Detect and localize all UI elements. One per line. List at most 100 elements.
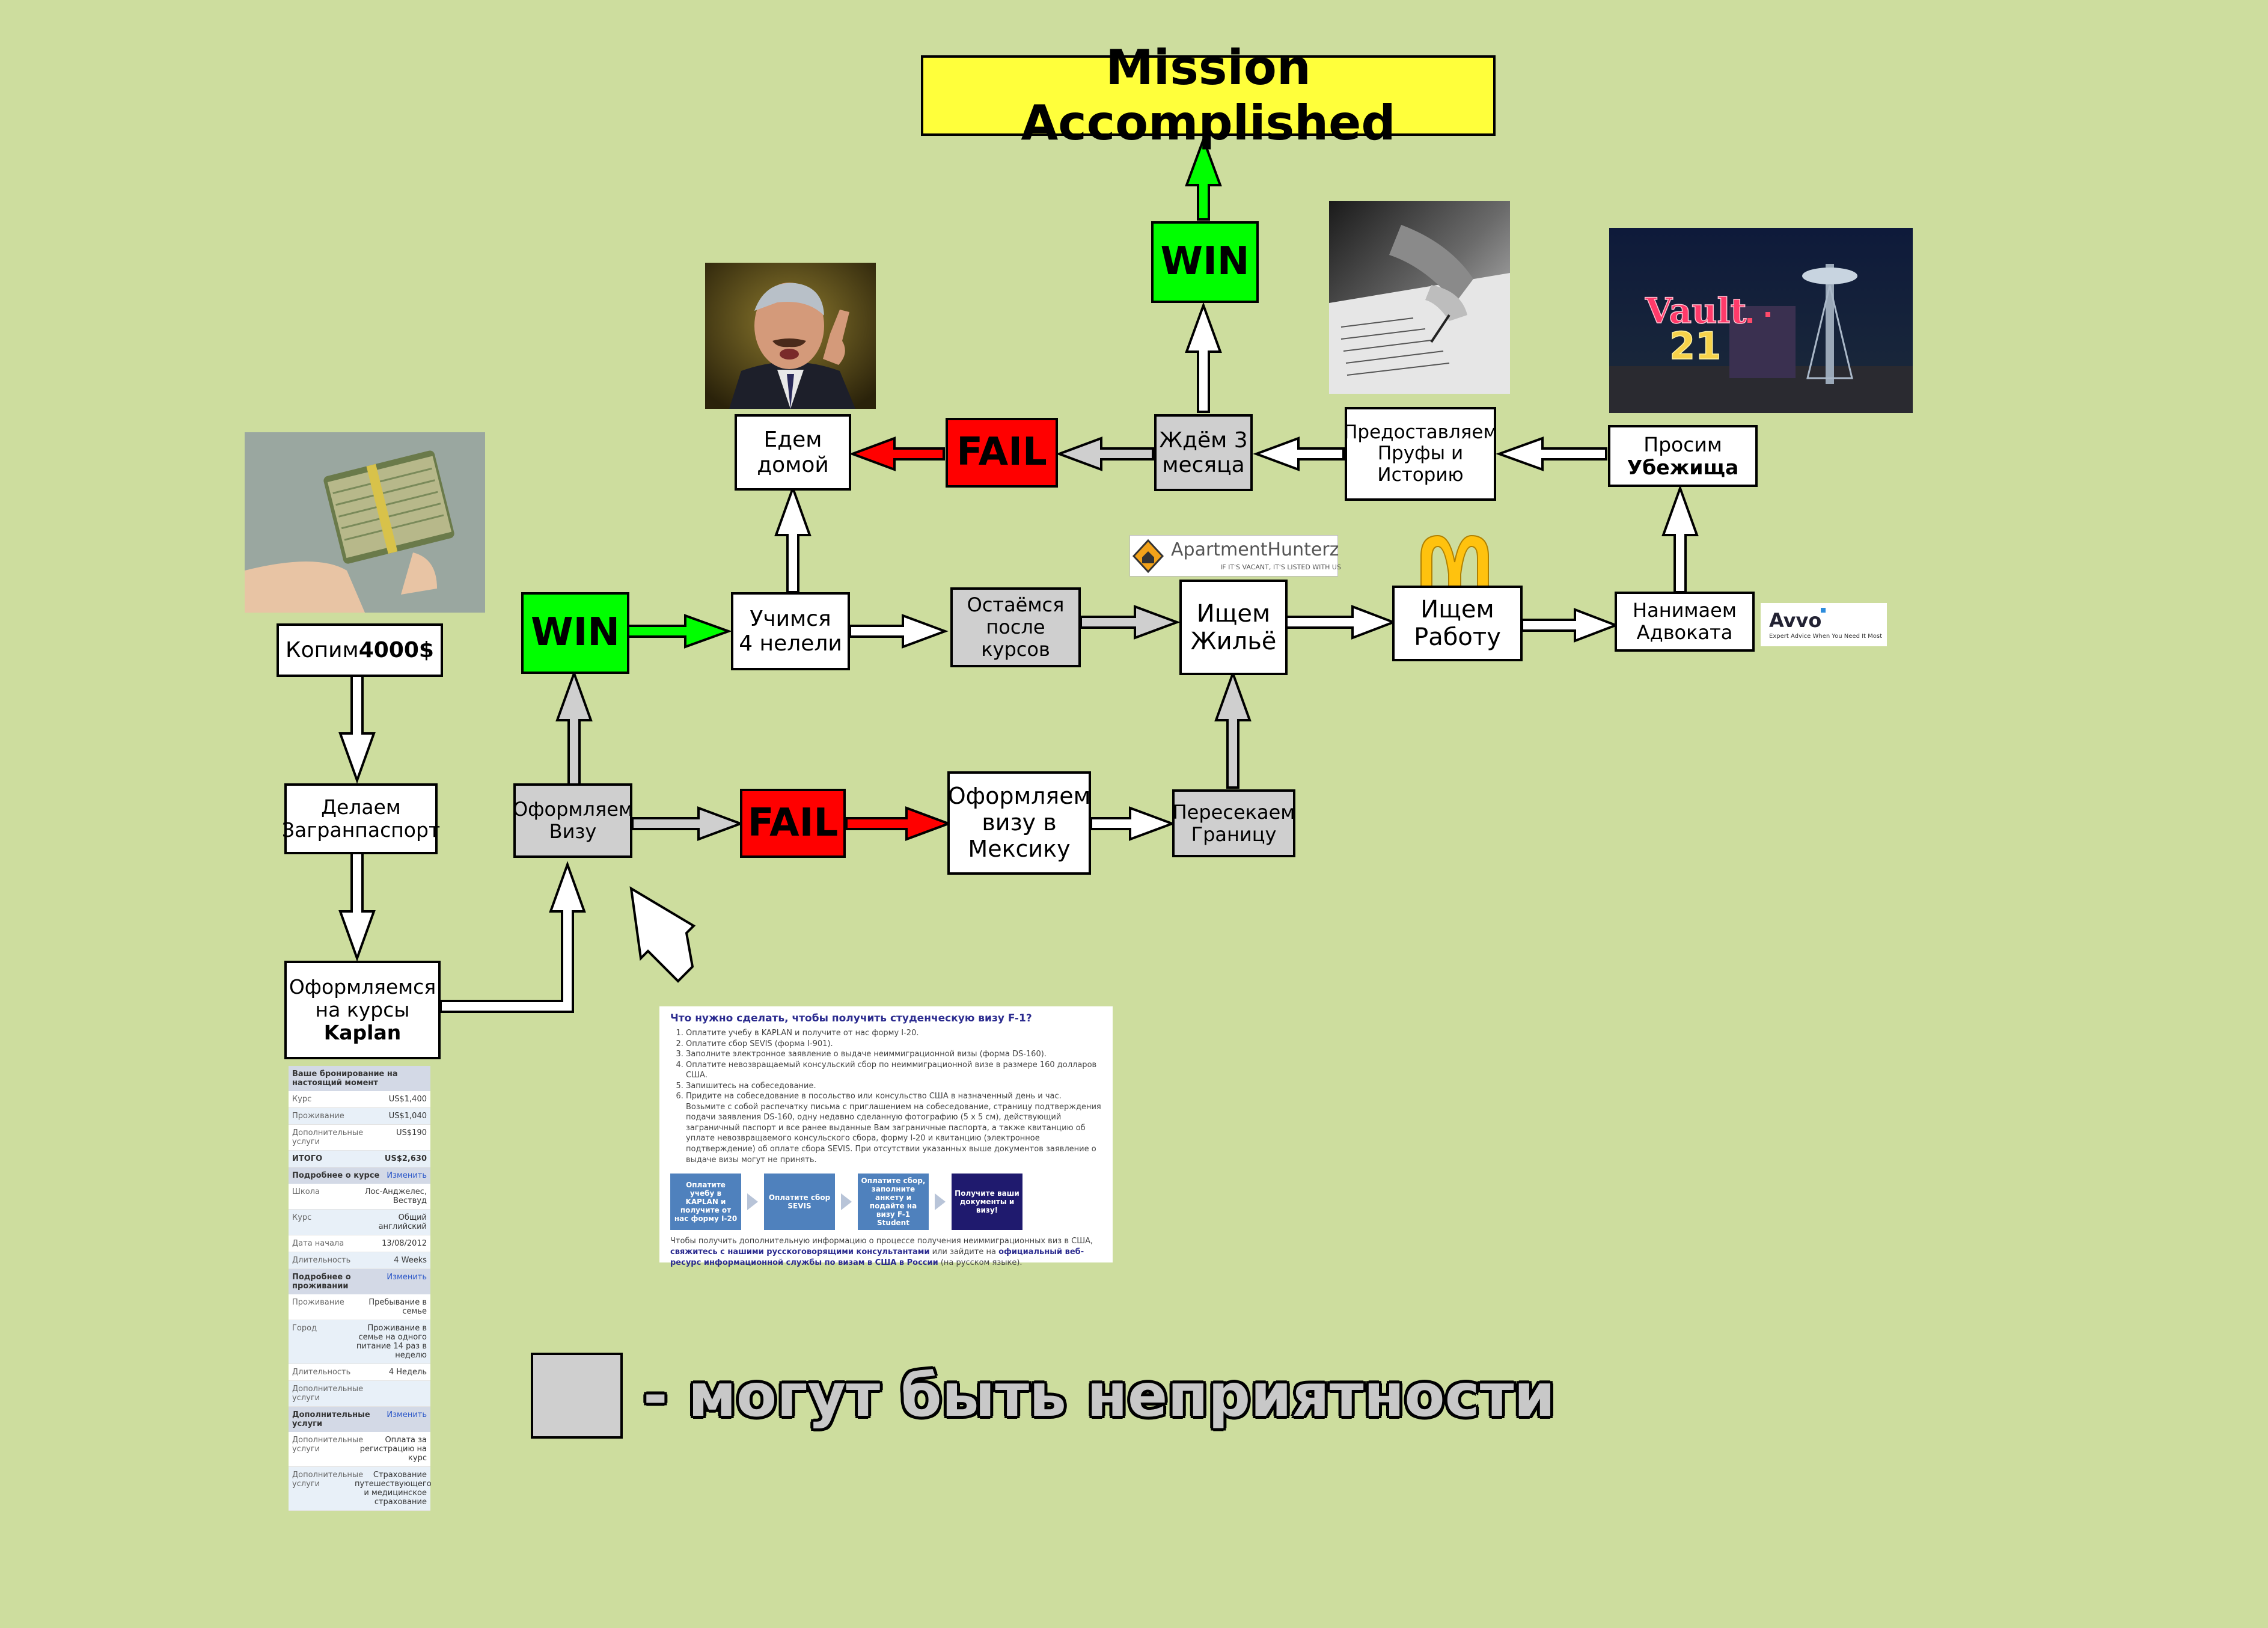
list-item: Оплатите сбор SEVIS (форма I-901). <box>686 1039 1102 1050</box>
edit-link[interactable]: Изменить <box>387 1171 427 1180</box>
arrow-doc-pointer <box>629 886 696 983</box>
edit-link[interactable]: Изменить <box>387 1273 427 1282</box>
svg-text:21: 21 <box>1669 324 1721 368</box>
logo-apartment-hunterz: ApartmentHunterz IF IT'S VACANT, IT'S LI… <box>1129 535 1341 577</box>
photo-money <box>245 432 485 613</box>
arrow-border-to-housing <box>1214 670 1252 789</box>
step-arrow-icon <box>935 1193 946 1211</box>
f1-process-steps: Оплатите учебу в KAPLAN и получите от на… <box>670 1174 1102 1231</box>
f1-steps-list: Оплатите учебу в KAPLAN и получите от на… <box>670 1028 1102 1165</box>
arrow-passport-to-kaplan <box>338 851 376 962</box>
arrow-win-to-study <box>627 614 732 649</box>
legend-label: - могут быть неприятности <box>643 1362 1556 1430</box>
kaplan-summary-title: Ваше бронирование на настоящий момент <box>289 1066 430 1091</box>
arrow-study-to-stay <box>849 614 949 649</box>
list-item: Оплатите учебу в KAPLAN и получите от на… <box>686 1028 1102 1039</box>
photo-writing-hands <box>1329 201 1510 394</box>
node-fail-top: FAIL <box>946 418 1058 488</box>
f1-visa-instructions: Что нужно сделать, чтобы получить студен… <box>659 1006 1113 1267</box>
edit-link[interactable]: Изменить <box>387 1410 427 1419</box>
node-fail-mid: FAIL <box>740 789 846 858</box>
arrow-asylum-to-proof <box>1496 436 1607 471</box>
list-item: Придите на собеседование в посольство ил… <box>686 1091 1102 1165</box>
arrow-proof-to-wait <box>1253 436 1345 471</box>
avvo-logo-text: Avvo <box>1769 609 1822 632</box>
arrow-visa-to-fail <box>631 806 744 841</box>
avvo-mark-icon <box>1821 608 1826 613</box>
step-arrow-icon <box>841 1193 852 1211</box>
f1-step: Оплатите учебу в KAPLAN и получите от на… <box>670 1174 741 1231</box>
arrow-study-to-home <box>774 485 812 593</box>
arrow-win-to-mission <box>1185 136 1222 221</box>
f1-step: Оплатите сбор, заполните анкету и подайт… <box>858 1174 929 1231</box>
arrow-wait-to-fail <box>1056 436 1154 471</box>
f1-step: Получите ваши документы и визу! <box>952 1174 1022 1231</box>
arrow-job-to-lawyer <box>1521 608 1619 643</box>
list-item: Заполните электронное заявление о выдаче… <box>686 1049 1102 1060</box>
photo-vault-21: Vault 21 <box>1609 228 1913 413</box>
list-item: Запишитесь на собеседование. <box>686 1081 1102 1092</box>
arrow-visa-to-win <box>555 670 593 786</box>
step-arrow-icon <box>747 1193 758 1211</box>
contact-link[interactable]: свяжитесь с нашими русскоговорящими конс… <box>670 1247 930 1257</box>
arrow-lawyer-to-asylum <box>1661 485 1699 593</box>
mcdonalds-logo-icon <box>1416 532 1493 592</box>
node-win-top: WIN <box>1151 221 1259 303</box>
f1-step: Оплатите сбор SEVIS <box>764 1174 835 1231</box>
f1-footer: Чтобы получить дополнительную информацию… <box>670 1237 1093 1268</box>
arrow-fail-to-mexico <box>845 806 952 841</box>
arrow-housing-to-job <box>1285 605 1397 640</box>
arrow-wait-to-win <box>1185 302 1222 413</box>
kaplan-row: Дополнительные услуги <box>289 1381 430 1407</box>
arrow-stay-to-housing <box>1080 605 1181 640</box>
list-item: Оплатите невозвращаемый консульский сбор… <box>686 1060 1102 1081</box>
node-save-money: Копим 4000$ <box>277 623 443 677</box>
arrow-kaplan-to-visa <box>439 861 586 1013</box>
f1-title: Что нужно сделать, чтобы получить студен… <box>670 1012 1032 1024</box>
official-resource-link[interactable]: официальный веб-ресурс информационной сл… <box>670 1247 1084 1268</box>
apartment-logo-text: ApartmentHunterz <box>1171 539 1339 560</box>
svg-text:Vault: Vault <box>1645 290 1746 331</box>
logo-avvo: Avvo Expert Advice When You Need It Most <box>1761 603 1887 646</box>
arrow-fail-to-home <box>849 436 945 471</box>
arrow-mexico-to-border <box>1090 806 1176 841</box>
avvo-logo-tagline: Expert Advice When You Need It Most <box>1769 633 1883 640</box>
node-mission-accomplished: Mission Accomplished <box>921 40 1496 151</box>
legend-risk-swatch <box>531 1353 623 1439</box>
kaplan-booking-summary: Ваше бронирование на настоящий момент Ку… <box>289 1066 432 1511</box>
arrow-save-to-passport <box>338 673 376 784</box>
node-win-mid: WIN <box>521 592 629 674</box>
